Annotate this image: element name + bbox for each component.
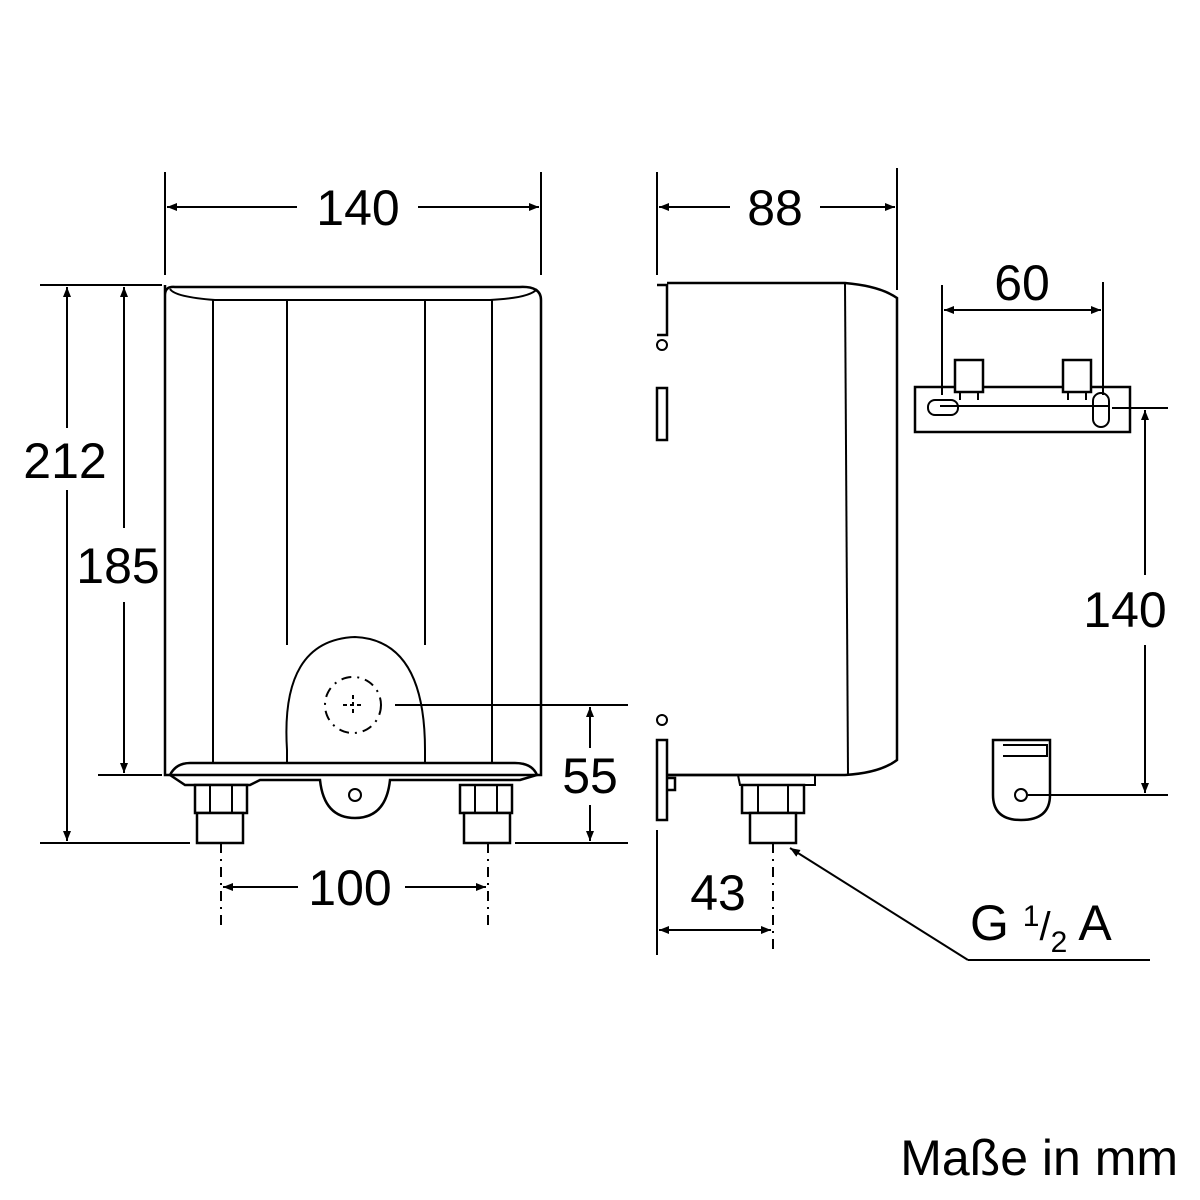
front-body-outline	[163, 285, 543, 777]
front-right-connector	[458, 783, 514, 845]
dim-bracket-vertical: 140	[1083, 582, 1166, 638]
dim-connection-spacing: 100	[308, 860, 391, 916]
dim-side-depth: 88	[747, 180, 803, 236]
front-dimensions	[40, 172, 628, 891]
bracket-rail	[913, 385, 1132, 434]
dim-body-height: 185	[76, 538, 159, 594]
thread-prefix: G	[970, 895, 1023, 951]
thread-suffix: A	[1067, 895, 1112, 951]
wall-bracket	[913, 358, 1132, 822]
front-knob-cover	[285, 635, 426, 763]
dim-total-height: 212	[23, 433, 106, 489]
thread-numerator: 1	[1023, 900, 1040, 933]
side-wall-plate	[657, 283, 669, 337]
dim-wall-to-connection: 43	[690, 865, 746, 921]
bracket-hook-right	[1061, 358, 1093, 394]
dim-bracket-spacing: 60	[994, 255, 1050, 311]
side-dimensions	[656, 168, 1150, 961]
side-connector	[740, 783, 806, 845]
svg-text:G 1/2 A: G 1/2 A	[970, 895, 1112, 959]
bracket-hook-left	[953, 358, 985, 394]
dim-front-width: 140	[316, 180, 399, 236]
front-view	[163, 285, 543, 925]
front-left-connector	[193, 783, 249, 845]
units-note: Maße in mm	[900, 1130, 1178, 1186]
side-view	[655, 281, 899, 955]
thread-slash: /	[1039, 905, 1051, 949]
thread-label: G 1/2 A	[970, 895, 1112, 959]
dim-connection-height: 55	[562, 748, 618, 804]
side-body-outline	[667, 281, 899, 777]
front-base-plate	[168, 761, 539, 820]
thread-denominator: 2	[1051, 926, 1068, 959]
front-knob-circle	[324, 676, 382, 734]
bracket-bottom-clip	[991, 738, 1052, 822]
front-mount-hole	[348, 788, 362, 802]
bracket-dimensions	[941, 282, 1168, 796]
